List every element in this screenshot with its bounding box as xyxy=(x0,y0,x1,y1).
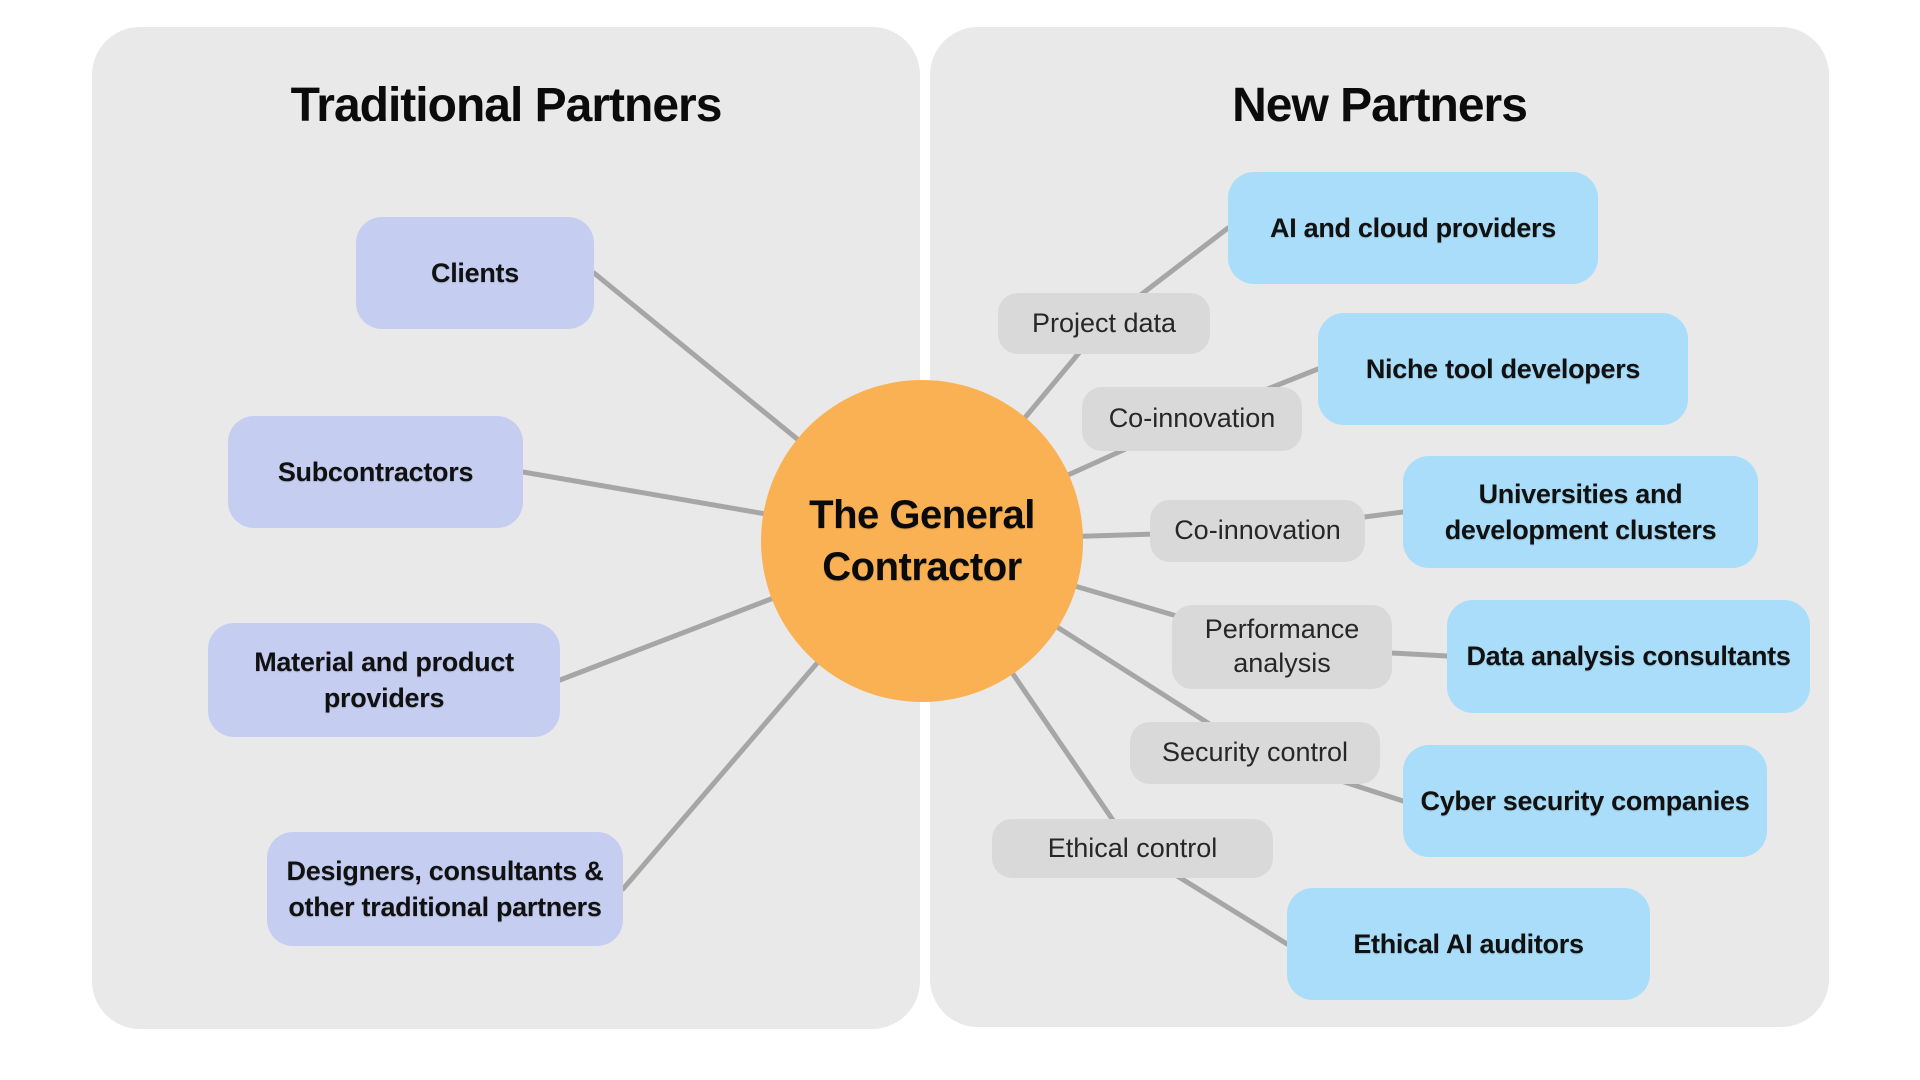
node-data-analysis-consultants: Data analysis consultants xyxy=(1447,600,1810,713)
pill-security-control-label: Security control xyxy=(1161,737,1349,768)
node-data-analysis-consultants-label: Data analysis consultants xyxy=(1466,641,1791,672)
node-material-providers-label: Material and product providers xyxy=(254,646,514,713)
node-designers-consultants: Designers, consultants & other tradition… xyxy=(267,832,623,946)
node-cyber-security-companies: Cyber security companies xyxy=(1403,745,1767,857)
pill-co-innovation-1-label: Co-innovation xyxy=(1108,403,1276,434)
pill-security-control: Security control xyxy=(1130,722,1380,784)
node-clients-label: Clients xyxy=(431,257,519,288)
node-ai-cloud-providers: AI and cloud providers xyxy=(1228,172,1598,284)
hub-the-general-contractor: The General Contractor xyxy=(761,380,1083,702)
new-partners-title: New Partners xyxy=(1232,79,1528,132)
node-cyber-security-companies-label: Cyber security companies xyxy=(1420,785,1750,816)
node-subcontractors-label: Subcontractors xyxy=(277,456,474,487)
node-universities-label: Universities and development clusters xyxy=(1444,478,1717,545)
pill-project-data-label: Project data xyxy=(1031,307,1177,338)
pill-performance-analysis: Performance analysis xyxy=(1172,605,1392,689)
node-subcontractors: Subcontractors xyxy=(228,416,523,528)
node-clients: Clients xyxy=(356,217,594,329)
pill-ethical-control-label: Ethical control xyxy=(1047,832,1218,863)
pill-project-data: Project data xyxy=(998,293,1210,354)
pill-co-innovation-1: Co-innovation xyxy=(1082,387,1302,451)
node-ai-cloud-providers-label: AI and cloud providers xyxy=(1270,212,1556,243)
pill-ethical-control: Ethical control xyxy=(992,819,1273,878)
node-designers-consultants-label: Designers, consultants & other tradition… xyxy=(286,855,604,922)
pill-co-innovation-2-label: Co-innovation xyxy=(1174,515,1341,546)
traditional-partners-title: Traditional Partners xyxy=(290,79,723,132)
hub-label: The General Contractor xyxy=(809,493,1035,589)
node-niche-tool-developers: Niche tool developers xyxy=(1318,313,1688,425)
node-universities-development-clusters: Universities and development clusters xyxy=(1403,456,1758,568)
node-material-providers: Material and product providers xyxy=(208,623,560,737)
node-ethical-ai-auditors: Ethical AI auditors xyxy=(1287,888,1650,1000)
node-niche-tool-developers-label: Niche tool developers xyxy=(1365,353,1641,384)
pill-performance-analysis-label: Performance analysis xyxy=(1204,614,1360,678)
node-ethical-ai-auditors-label: Ethical AI auditors xyxy=(1353,928,1584,959)
pill-co-innovation-2: Co-innovation xyxy=(1150,500,1365,562)
